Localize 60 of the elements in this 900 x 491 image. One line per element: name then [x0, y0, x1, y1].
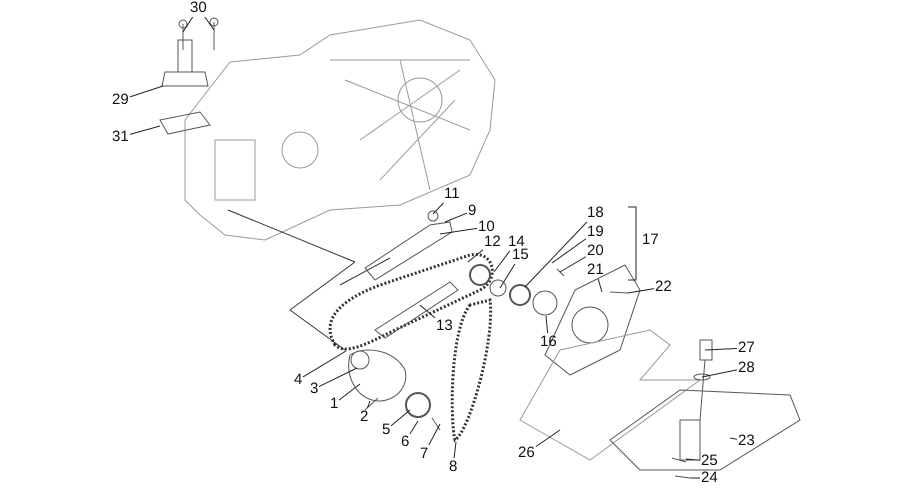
- callout-number: 9: [468, 203, 476, 219]
- callout-number: 18: [587, 205, 604, 221]
- callout-number: 29: [112, 92, 129, 108]
- leader-line: [546, 316, 548, 334]
- callout-number: 4: [294, 372, 302, 388]
- leader-line: [428, 424, 440, 446]
- leader-line: [468, 249, 484, 262]
- callout-number: 11: [444, 186, 460, 202]
- leader-line: [628, 288, 654, 294]
- leader-line: [410, 420, 418, 434]
- callout-number: 31: [112, 129, 129, 145]
- callout-number: 3: [310, 381, 318, 397]
- leader-line: [302, 350, 346, 378]
- callout-number: 26: [518, 445, 535, 461]
- callout-number: 19: [587, 224, 604, 240]
- leader-line: [702, 369, 738, 378]
- callout-number: 28: [738, 360, 755, 376]
- callout-number: 14: [508, 234, 525, 250]
- callout-number: 1: [330, 396, 338, 412]
- leader-line: [204, 16, 214, 30]
- leader-line: [318, 368, 358, 388]
- leader-line: [432, 202, 444, 214]
- leader-line: [454, 442, 456, 458]
- leader-line: [440, 228, 478, 234]
- leader-line: [686, 458, 700, 461]
- callout-number: 2: [360, 409, 368, 425]
- leader-line: [338, 384, 360, 401]
- leader-line: [182, 16, 194, 32]
- leader-line: [704, 348, 738, 350]
- callout-number: 15: [512, 247, 529, 263]
- callout-number: 24: [701, 470, 718, 486]
- callout-number: 12: [484, 234, 501, 250]
- callout-number: 7: [420, 446, 428, 462]
- leader-line: [598, 278, 602, 292]
- leader-line: [524, 222, 588, 288]
- callout-number: 20: [587, 243, 604, 259]
- callout-number: 22: [655, 279, 672, 295]
- callout-number: 23: [738, 433, 755, 449]
- callout-number: 13: [436, 318, 453, 334]
- leader-line: [730, 438, 738, 440]
- callout-number: 21: [587, 262, 604, 278]
- callout-number: 17: [642, 232, 659, 248]
- leader-line: [552, 238, 586, 264]
- leader-line: [130, 126, 160, 135]
- leader-line: [366, 400, 370, 408]
- callout-number: 5: [382, 422, 390, 438]
- callout-number: 10: [478, 219, 495, 235]
- leader-line: [500, 264, 516, 288]
- leader-line: [536, 430, 560, 447]
- callout-number: 27: [738, 340, 755, 356]
- leader-line: [130, 86, 164, 98]
- callout-number: 25: [701, 453, 718, 469]
- callout-number: 30: [190, 0, 207, 16]
- leader-line: [560, 256, 586, 272]
- callout-number: 6: [401, 434, 410, 450]
- leader-line: [494, 250, 510, 272]
- leader-line: [444, 212, 468, 222]
- leader-line: [420, 304, 436, 318]
- callout-number: 8: [449, 459, 458, 475]
- leader-line: [390, 410, 410, 426]
